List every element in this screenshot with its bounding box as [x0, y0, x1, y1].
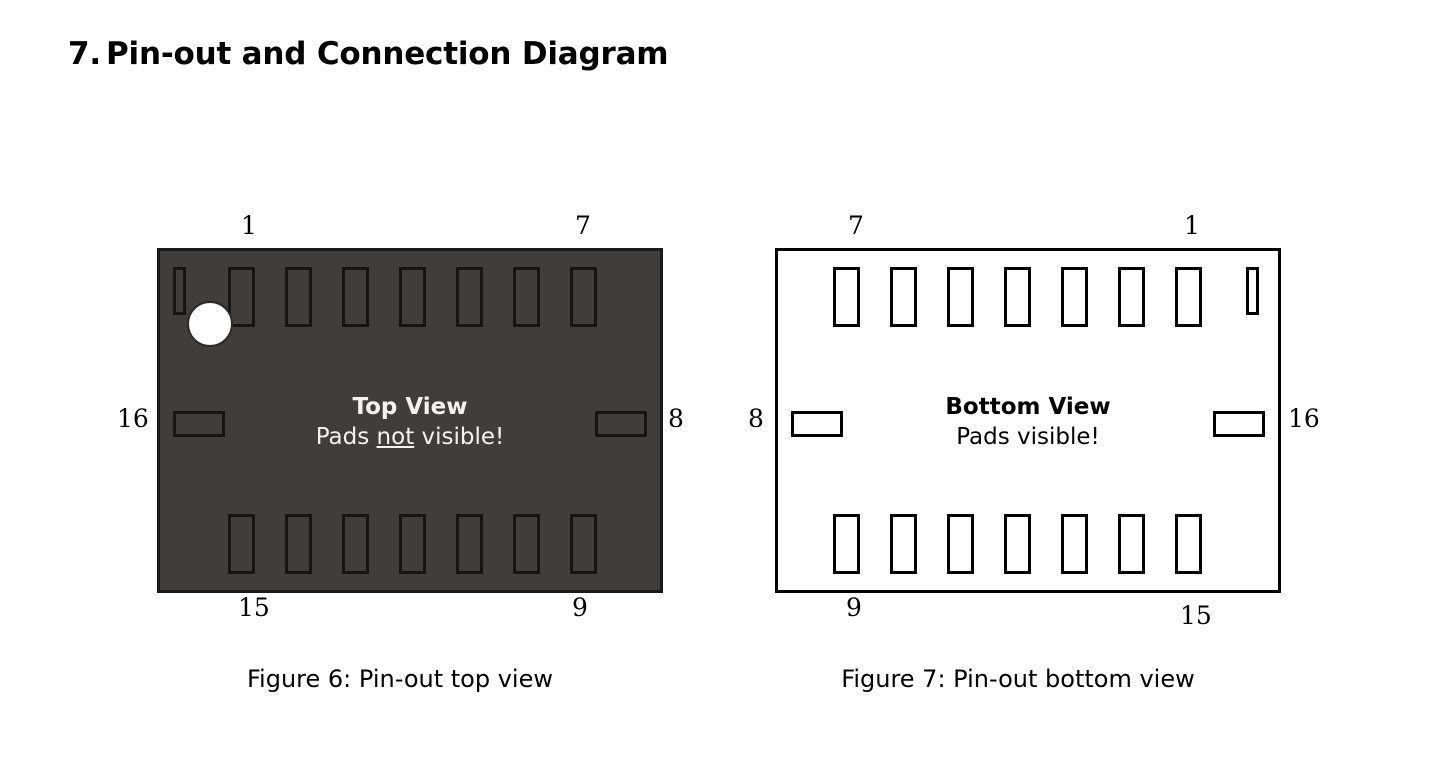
pad-pin-11: [947, 514, 974, 574]
pad-pin-1: [1175, 267, 1202, 327]
subtitle-pre: Pads visible!: [956, 424, 1100, 451]
chip-diagram-bottom-view: 7 1 8 16 9 15 Bottom View: [728, 210, 1320, 630]
pad-pin-10: [513, 514, 540, 574]
pad-pin-9: [570, 514, 597, 574]
subtitle-post: visible!: [414, 424, 505, 451]
chip-diagram-top-view: 1 7 16 8 15 9 T: [110, 210, 690, 630]
pin1-marker-dot: [187, 301, 233, 347]
pad-pin-14: [285, 514, 312, 574]
chip-body: Bottom View Pads visible!: [775, 248, 1281, 593]
pin-label-bottom-right: 15: [1180, 601, 1212, 630]
pin-label-bottom-right: 9: [572, 593, 588, 622]
pad-pin-13: [1061, 514, 1088, 574]
page-title: 7.Pin-out and Connection Diagram: [68, 36, 669, 72]
chip-view-title: Top View: [352, 394, 468, 420]
pin-label-left-side: 8: [748, 404, 764, 433]
subtitle-emphasis: not: [376, 424, 415, 451]
pad-pin-14: [1118, 514, 1145, 574]
pad-pin-2: [1118, 267, 1145, 327]
pad-pin-5: [456, 267, 483, 327]
pad-partial-top-left: [173, 267, 186, 315]
pad-pin-11: [456, 514, 483, 574]
pin-label-left-side: 16: [117, 404, 149, 433]
pin-label-top-right: 7: [575, 211, 591, 240]
pad-pin-5: [947, 267, 974, 327]
pad-pin-7: [833, 267, 860, 327]
chip-center-caption: Bottom View Pads visible!: [778, 393, 1278, 451]
pad-pin-3: [1061, 267, 1088, 327]
pad-pin-16: [1213, 411, 1265, 437]
chip-view-subtitle: Pads visible!: [778, 423, 1278, 451]
pad-pin-15: [1175, 514, 1202, 574]
pad-pin-6: [890, 267, 917, 327]
chip-body: Top View Pads not visible!: [157, 248, 663, 593]
pin-label-top-left: 1: [241, 211, 257, 240]
section-number: 7.: [68, 36, 101, 72]
pad-pin-9: [833, 514, 860, 574]
pin-label-top-left: 7: [848, 211, 864, 240]
pad-pin-8: [595, 411, 647, 437]
pin-label-bottom-left: 9: [846, 593, 862, 622]
pin-label-right-side: 16: [1288, 404, 1320, 433]
pad-pin-12: [1004, 514, 1031, 574]
chip-view-subtitle: Pads not visible!: [160, 423, 660, 451]
pad-pin-4: [399, 267, 426, 327]
figure-pinout-bottom-view: 7 1 8 16 9 15 Bottom View: [728, 210, 1320, 693]
chip-view-title: Bottom View: [945, 394, 1111, 420]
pad-pin-10: [890, 514, 917, 574]
pad-pin-6: [513, 267, 540, 327]
chip-center-caption: Top View Pads not visible!: [160, 393, 660, 451]
section-title-text: Pin-out and Connection Diagram: [106, 36, 669, 72]
pad-pin-13: [342, 514, 369, 574]
figure-caption-6: Figure 6: Pin-out top view: [247, 665, 553, 693]
pad-pin-7: [570, 267, 597, 327]
pad-pin-3: [342, 267, 369, 327]
pad-pin-12: [399, 514, 426, 574]
pad-pin-15: [228, 514, 255, 574]
pad-pin-4: [1004, 267, 1031, 327]
subtitle-pre: Pads: [315, 424, 377, 451]
pin-label-top-right: 1: [1184, 211, 1200, 240]
pad-pin-8: [791, 411, 843, 437]
pin-label-bottom-left: 15: [238, 593, 270, 622]
pad-pin-16: [173, 411, 225, 437]
pin-label-right-side: 8: [668, 404, 684, 433]
pad-pin-2: [285, 267, 312, 327]
pad-pin-1: [228, 267, 255, 327]
figure-caption-7: Figure 7: Pin-out bottom view: [841, 665, 1195, 693]
pad-partial-top-right: [1246, 267, 1259, 315]
figure-pinout-top-view: 1 7 16 8 15 9 T: [110, 210, 690, 693]
